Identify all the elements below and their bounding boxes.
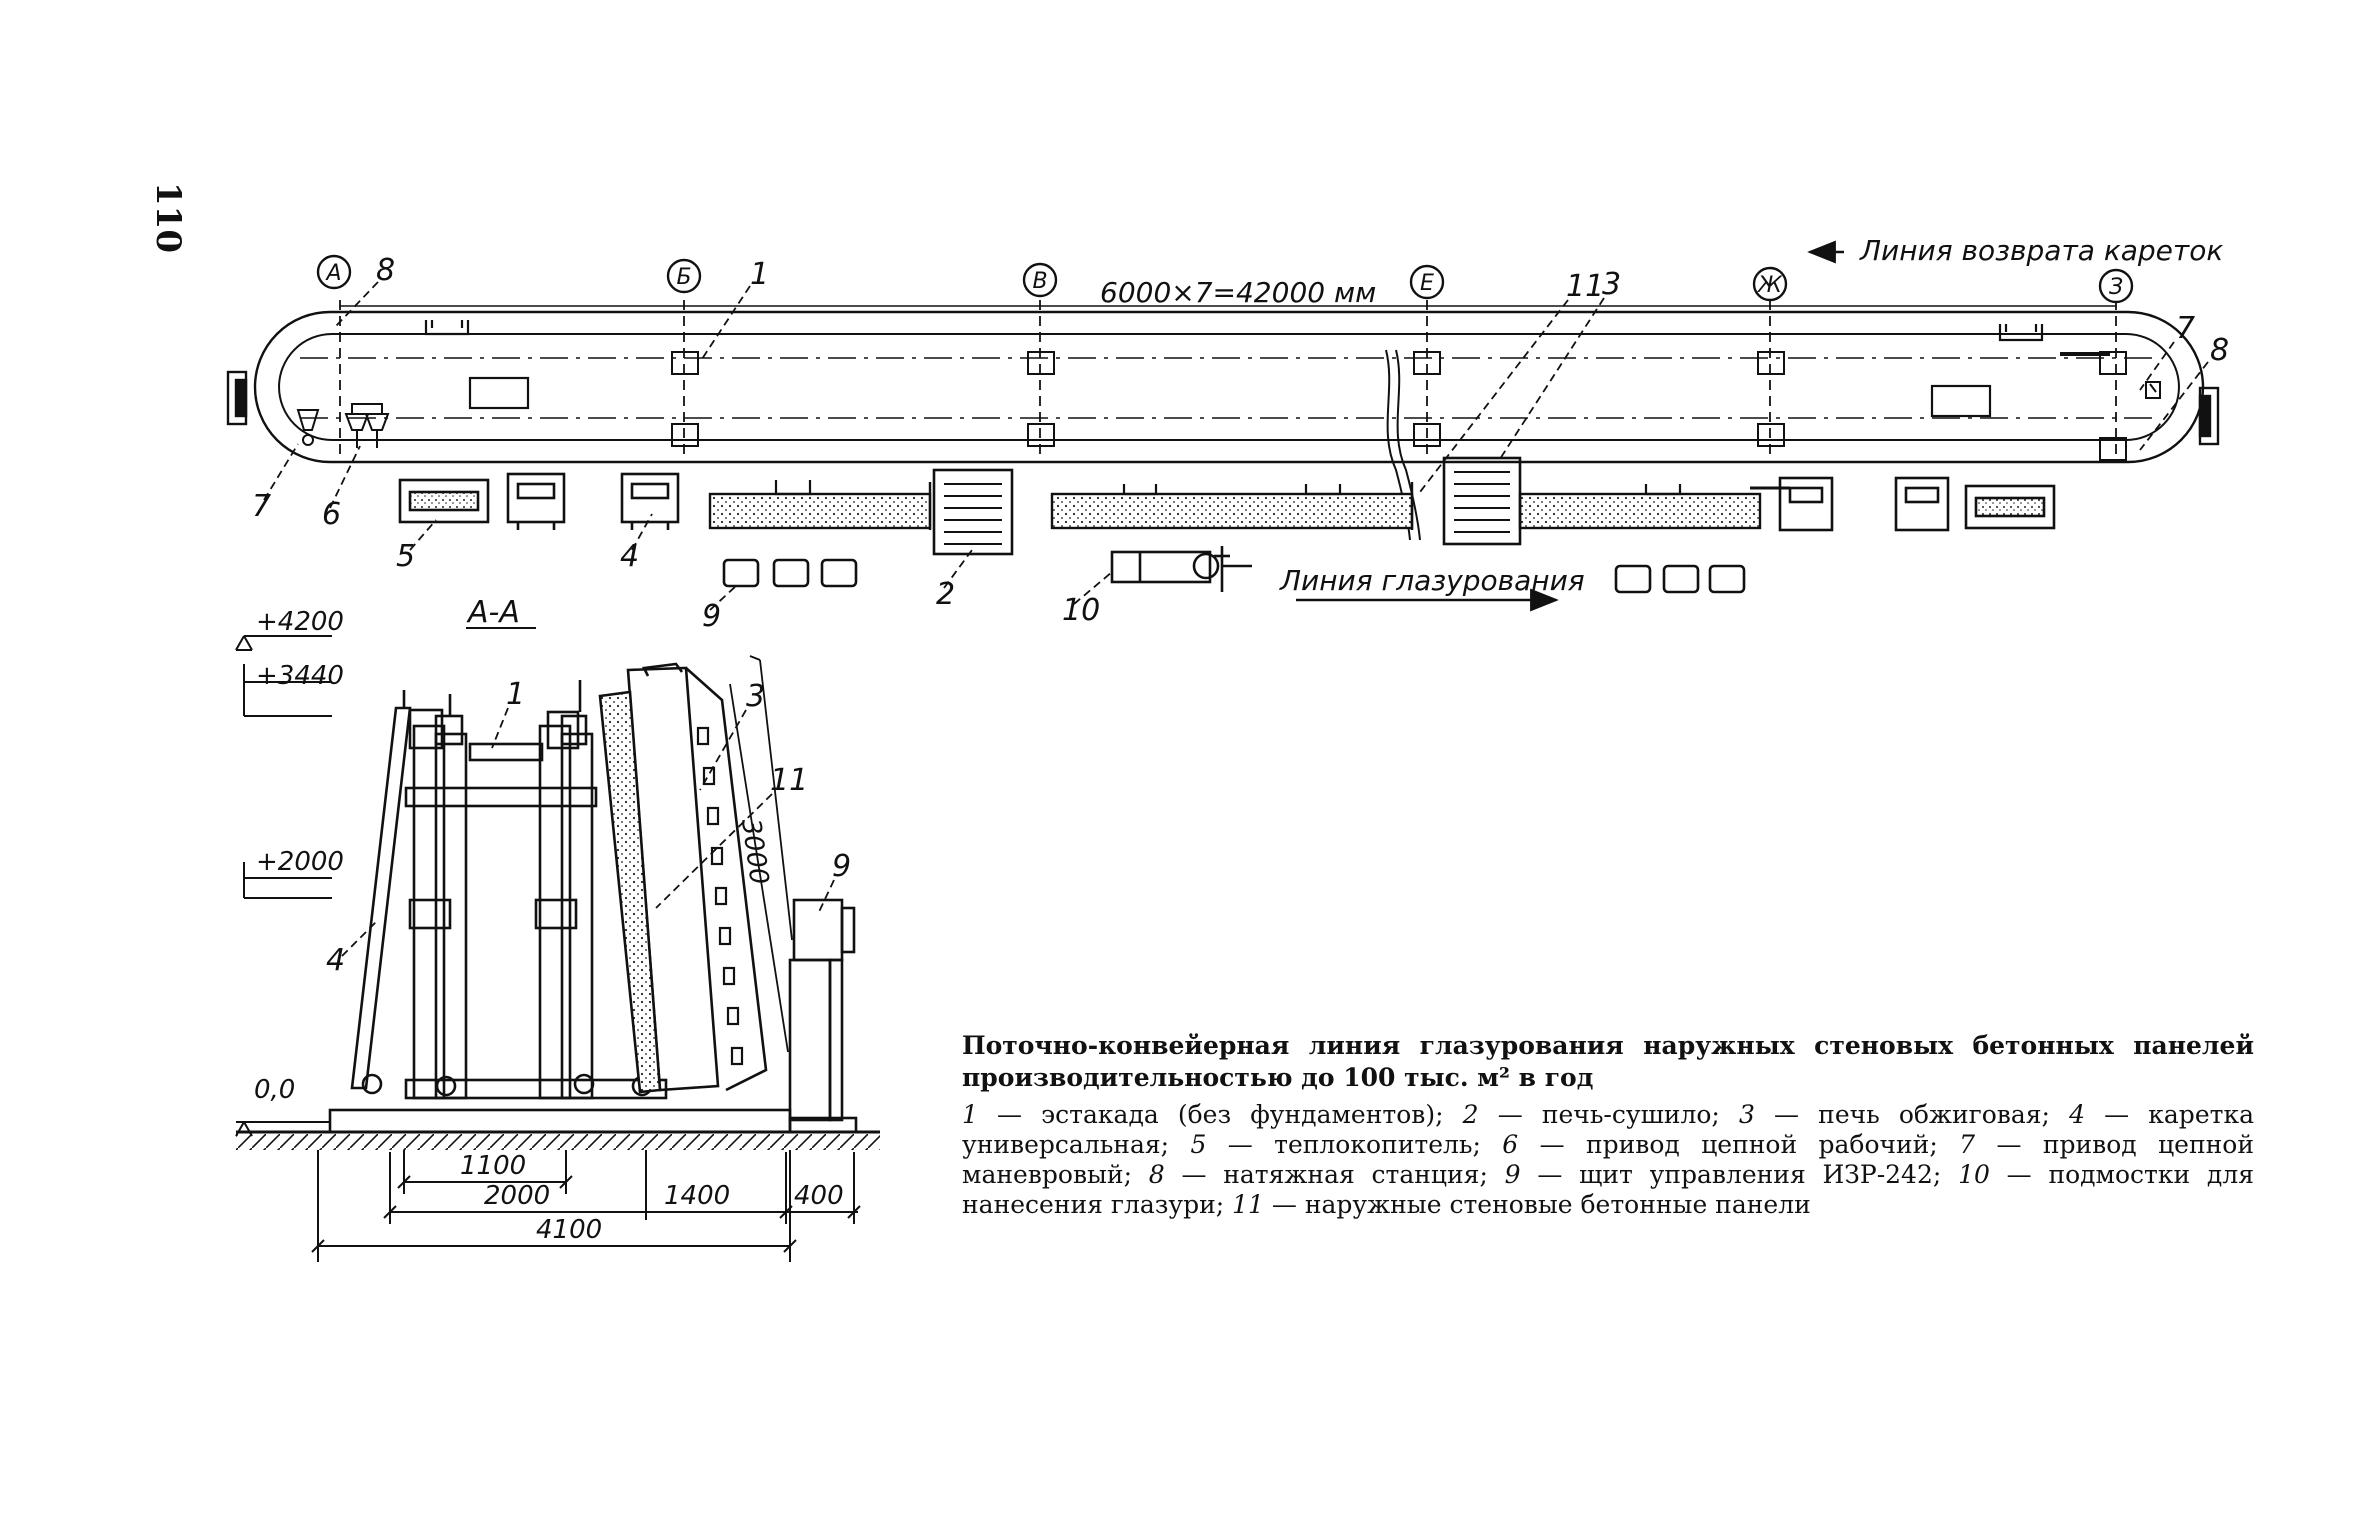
- conveyor-outer-loop: [253, 310, 2205, 464]
- legend-item: 6 — привод цепной рабочий;: [1502, 1130, 1960, 1159]
- axis-label: В: [1032, 269, 1047, 294]
- callout: 3: [1602, 267, 1621, 302]
- section-level-labels: +4200 +3440 +2000 0,0: [254, 607, 344, 1105]
- callout: 7: [2176, 311, 2195, 346]
- callout: 1: [506, 677, 525, 712]
- callout: 4: [326, 943, 345, 978]
- section-level-marks: [235, 635, 332, 1137]
- figure-caption: Поточно-конвейерная линия глазурования н…: [962, 1030, 2254, 1220]
- callout: 4: [620, 539, 639, 574]
- legend-item: 3 — печь обжиговая;: [1738, 1100, 2070, 1129]
- legend-item: 11 — наружные стеновые бетонные панели: [1232, 1190, 1811, 1219]
- section-leaders: [341, 707, 835, 957]
- axis-label: Ж: [1756, 273, 1783, 298]
- legend-item: 1 — эстакада (без фундаментов);: [962, 1100, 1463, 1129]
- section-kiln: [598, 662, 789, 1094]
- plan-axes: [316, 254, 2134, 304]
- return-line-label: Линия возврата кареток: [1859, 234, 2223, 267]
- level-label: +3440: [256, 661, 344, 691]
- axis-label: А: [324, 261, 341, 286]
- section-callouts: 1 3 11 9 4: [326, 677, 851, 978]
- legend-item: 4 — каретка универсальная;: [962, 1100, 2254, 1159]
- axis-label: Б: [676, 265, 691, 290]
- callout: 11: [770, 763, 808, 798]
- section-control-panel: [788, 898, 856, 1122]
- level-label: +4200: [256, 607, 344, 637]
- ground: [236, 1108, 880, 1150]
- caption-title: Поточно-конвейерная линия глазурования н…: [962, 1031, 2254, 1092]
- callout: 8: [2210, 333, 2229, 368]
- legend-item: 7 — привод цепной маневровый;: [962, 1130, 2254, 1189]
- section-title: А-А: [466, 595, 520, 630]
- dimension-label: 2000: [484, 1181, 550, 1211]
- dimension-label: 4100: [536, 1215, 602, 1245]
- plan-axis-labels: А Б В Е Ж З: [324, 261, 2123, 300]
- callout: 11: [1566, 269, 1604, 304]
- legend-item: 8 — натяжная станция;: [1148, 1160, 1505, 1189]
- section-frame: [350, 680, 668, 1100]
- conveyor-inner-loop: [278, 333, 2180, 441]
- plan-callouts: 8 1 11 3 7 8 7 6 5 4 9 2 10: [252, 253, 2229, 634]
- span-dimension: 6000×7=42000 мм: [1100, 276, 1376, 309]
- plan-leaders: [263, 281, 2209, 611]
- caption-legend: 1 — эстакада (без фундаментов); 2 — печь…: [962, 1100, 2254, 1220]
- dimension-label: 3000: [735, 817, 774, 887]
- plan-equipment: [398, 456, 2056, 594]
- callout: 1: [750, 257, 769, 292]
- dimension-label: 1400: [664, 1181, 730, 1211]
- dimension-label: 400: [794, 1181, 844, 1211]
- level-label: +2000: [256, 847, 344, 877]
- legend-item: 9 — щит управления ИЗР-242;: [1504, 1160, 1959, 1189]
- legend-item: 2 — печь-сушило;: [1462, 1100, 1739, 1129]
- dimension-label: 1100: [460, 1151, 526, 1181]
- glazing-line-label: Линия глазурования: [1279, 564, 1585, 597]
- axis-label: З: [2109, 275, 2123, 300]
- callout: 9: [702, 599, 721, 634]
- callout: 3: [746, 679, 765, 714]
- plan-view: [226, 300, 2220, 541]
- level-label: 0,0: [254, 1075, 295, 1105]
- callout: 10: [1062, 593, 1100, 628]
- legend-item: 5 — теплокопитель;: [1190, 1130, 1503, 1159]
- legend-item: 10 — подмостки для нанесения глазури;: [962, 1160, 2254, 1219]
- callout: 9: [832, 849, 851, 884]
- axis-label: Е: [1420, 271, 1434, 296]
- callout: 2: [936, 577, 955, 612]
- callout: 8: [376, 253, 395, 288]
- section-dimensions: [311, 655, 861, 1262]
- callout: 5: [396, 539, 415, 574]
- glazing-line-bands: [708, 482, 1762, 530]
- callout: 6: [322, 497, 341, 532]
